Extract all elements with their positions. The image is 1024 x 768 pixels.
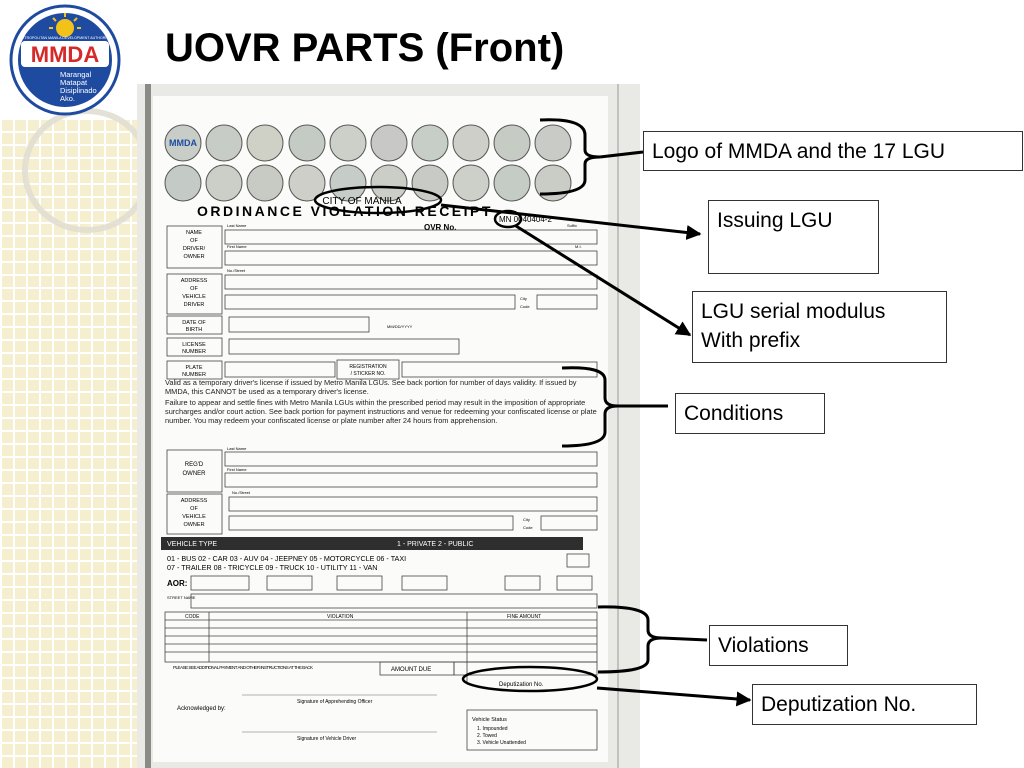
status-impounded: 1. Impounded	[477, 726, 508, 732]
address-field-2	[224, 294, 516, 310]
label-no-street: No./Street	[227, 268, 246, 273]
license-field	[228, 338, 460, 355]
aor-field-6	[556, 575, 593, 591]
label-registration: REGISTRATION	[349, 364, 387, 370]
form-conditions: Valid as a temporary driver's license if…	[165, 379, 597, 425]
street-field	[190, 593, 598, 609]
label-street: STREET NAME	[167, 595, 196, 600]
label-owner-city: City	[523, 517, 530, 522]
ovr-form-scan: MMDA CITY OF MANILA ORDINANCE VIOLATION …	[137, 84, 640, 768]
form-serial: MN 0040404-2	[499, 215, 552, 224]
label-birth: BIRTH	[186, 327, 202, 333]
label-owner-no-street: No./Street	[232, 490, 251, 495]
label-owner-address: ADDRESS	[181, 498, 208, 504]
callout-deputization: Deputization No.	[752, 684, 977, 725]
label-owner-vehicle: VEHICLE	[182, 514, 206, 520]
label-driver: DRIVER/	[183, 246, 206, 252]
callout-issuing-lgu: Issuing LGU	[708, 200, 879, 274]
logo-motto-1: Marangal	[60, 70, 92, 79]
aor-field-2	[266, 575, 313, 591]
callout-serial: LGU serial modulus With prefix	[692, 291, 947, 363]
owner-city-code-field	[540, 515, 598, 531]
form-mmda-logo-text: MMDA	[169, 138, 197, 148]
owner-field-2	[224, 472, 598, 488]
label-date-of: DATE OF	[182, 320, 206, 326]
logo-motto-4: Ako.	[60, 94, 75, 103]
owner-address-field-1	[228, 496, 598, 512]
label-sticker: / STICKER NO.	[351, 371, 386, 377]
condition-text-2: Failure to appear and settle fines with …	[165, 397, 597, 425]
mmda-logo: MMDA Marangal Matapat Disiplinado Ako. M…	[9, 4, 121, 116]
label-first-name: First Name	[227, 244, 247, 249]
label-regd: REG'D	[185, 462, 204, 468]
label-regd-owner: OWNER	[183, 471, 207, 477]
aor-field-4	[401, 575, 448, 591]
plate-field	[224, 361, 336, 378]
sun-icon	[49, 13, 81, 37]
label-license: LICENSE	[182, 342, 206, 348]
form-heading: ORDINANCE VIOLATION RECEIPT	[197, 203, 493, 219]
vehicle-type-field	[566, 553, 590, 568]
label-city: City	[520, 296, 527, 301]
label-vehicle-type: VEHICLE TYPE	[167, 541, 217, 548]
label-owner-first-name: First Name	[227, 467, 247, 472]
dob-field	[228, 316, 370, 333]
aor-field-3	[336, 575, 383, 591]
callout-logos: Logo of MMDA and the 17 LGU	[643, 131, 1023, 171]
label-aor: AOR:	[167, 579, 187, 588]
logo-mmda-text: MMDA	[31, 42, 100, 67]
payment-note-1: PLEASE SEE ADDITIONAL PAYMENT AND OTHER …	[173, 665, 313, 670]
condition-text-1: Valid as a temporary driver's license if…	[165, 379, 577, 396]
logo-motto-3: Disiplinado	[60, 86, 97, 95]
form-ovr-label: OVR No.	[424, 223, 456, 232]
status-unattended: 3. Vehicle Unattended	[477, 740, 526, 746]
vehicle-status-label: Vehicle Status	[472, 717, 507, 723]
page-title: UOVR PARTS (Front)	[165, 26, 565, 70]
label-address: ADDRESS	[181, 278, 208, 284]
aor-field-5	[504, 575, 541, 591]
label-plate: PLATE	[185, 365, 202, 371]
logo-motto-2: Matapat	[60, 78, 88, 87]
col-violation: VIOLATION	[327, 614, 354, 620]
label-license-number: NUMBER	[182, 349, 206, 355]
logo-circle-text: METROPOLITAN MANILA DEVELOPMENT AUTHORIT…	[19, 36, 112, 40]
callout-conditions: Conditions	[675, 393, 825, 434]
label-mi: M.I.	[575, 244, 582, 249]
arrow-violations	[661, 636, 708, 642]
label-last-name: Last Name	[227, 223, 247, 228]
vehicle-use: 1 - PRIVATE 2 - PUBLIC	[397, 541, 473, 548]
col-fine: FINE AMOUNT	[507, 614, 541, 620]
label-address-of: OF	[190, 286, 198, 292]
label-driver-2: DRIVER	[184, 302, 205, 308]
label-suffix: Suffix	[567, 223, 577, 228]
acknowledged-by: Acknowledged by:	[177, 706, 226, 712]
label-code: Code	[520, 304, 530, 309]
label-owner: OWNER	[183, 254, 204, 260]
violations-table	[164, 611, 598, 684]
label-dob-format: MM/DD/YYYY	[387, 324, 413, 329]
label-owner-code: Code	[523, 525, 533, 530]
label-owner-last-name: Last Name	[227, 446, 247, 451]
label-owner-address-of: OF	[190, 506, 198, 512]
callout-violations: Violations	[709, 625, 848, 666]
amount-due-label: AMOUNT DUE	[391, 667, 431, 673]
callout-serial-line2: With prefix	[701, 329, 801, 353]
label-name: NAME	[186, 230, 202, 236]
vehicle-types-2: 07 - TRAILER 08 - TRICYCLE 09 - TRUCK 10…	[167, 563, 378, 572]
status-towed: 2. Towed	[477, 733, 497, 739]
label-plate-number: NUMBER	[182, 372, 206, 378]
callout-serial-line1: LGU serial modulus	[701, 300, 886, 323]
signature-driver: Signature of Vehicle Driver	[297, 736, 357, 742]
aor-field	[190, 575, 250, 591]
label-owner-owner: OWNER	[183, 522, 204, 528]
signature-officer: Signature of Apprehending Officer	[297, 699, 373, 705]
owner-address-field-2	[228, 515, 514, 531]
label-of: OF	[190, 238, 198, 244]
decorative-ring	[22, 108, 152, 233]
vehicle-types-1: 01 - BUS 02 - CAR 03 - AUV 04 - JEEPNEY …	[167, 554, 406, 563]
label-vehicle: VEHICLE	[182, 294, 206, 300]
deputization-label: Deputization No.	[499, 682, 544, 688]
col-code: CODE	[185, 614, 200, 620]
owner-field-1	[224, 451, 598, 467]
